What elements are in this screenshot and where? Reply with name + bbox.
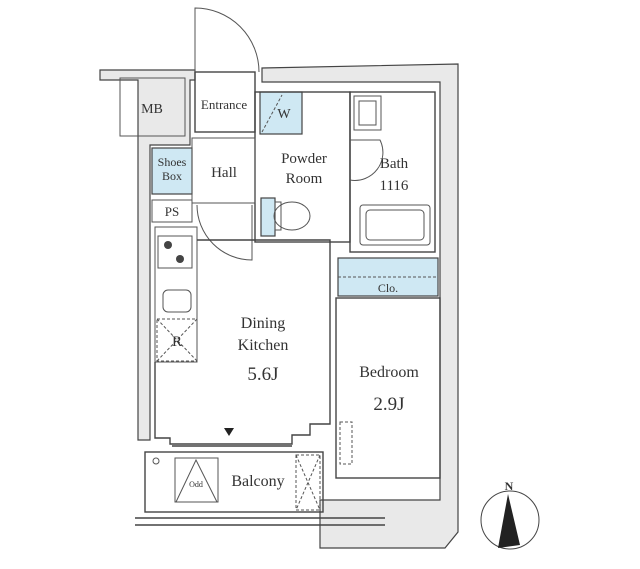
north-compass-icon: N — [480, 479, 540, 550]
ac-unit — [339, 421, 353, 465]
bedroom — [335, 297, 441, 479]
powder-room-label-1: Powder — [281, 151, 327, 167]
evacuation-hatch — [295, 454, 321, 511]
refrigerator-space — [156, 318, 198, 362]
bath-room — [349, 91, 436, 253]
bathtub-inner — [365, 209, 425, 241]
balcony — [144, 451, 324, 513]
hall-area — [191, 137, 256, 204]
shoes-box — [151, 147, 193, 195]
water-heater — [353, 95, 382, 131]
shoes-box-label-1: Shoes — [158, 155, 187, 169]
kitchen-label: Kitchen — [238, 337, 289, 354]
balcony-label: Balcony — [231, 473, 284, 490]
exterior-wall-right — [261, 63, 459, 549]
powder-room-label-2: Room — [286, 171, 323, 187]
bath-size-label: 1116 — [380, 178, 409, 194]
bath-door[interactable] — [349, 139, 384, 181]
sink-icon — [162, 289, 192, 313]
outdoor-unit-label: Odd — [189, 480, 203, 489]
dining-kitchen-size: 5.6J — [247, 364, 278, 385]
drain-icon — [152, 457, 160, 465]
toilet-tank — [260, 197, 276, 237]
compass-north-label: N — [505, 479, 514, 493]
ps-space — [151, 199, 193, 223]
hall-label: Hall — [211, 165, 237, 181]
burner-1 — [164, 241, 172, 249]
bath-label: Bath — [380, 156, 409, 172]
ps-label: PS — [165, 204, 179, 219]
outdoor-unit-triangle — [175, 458, 218, 503]
entrance-label: Entrance — [201, 97, 247, 112]
burner-2 — [176, 255, 184, 263]
mb-room — [119, 77, 186, 137]
kitchen-counter — [154, 226, 198, 363]
hall-door[interactable] — [196, 204, 253, 261]
outdoor-unit — [174, 457, 219, 503]
shoes-box-label-2: Box — [162, 169, 182, 183]
dining-label: Dining — [241, 315, 285, 332]
exterior-wall-top-left — [99, 69, 196, 441]
entrance-marker-icon — [224, 428, 234, 436]
mb-label: MB — [141, 102, 163, 117]
washer-label: W — [277, 107, 291, 122]
toilet-seat — [274, 201, 282, 231]
stove-icon — [157, 235, 193, 269]
dining-kitchen-room — [154, 239, 331, 445]
bedroom-size: 2.9J — [373, 394, 404, 415]
water-heater-inner — [358, 100, 377, 126]
bedroom-label: Bedroom — [359, 364, 419, 381]
entrance-door[interactable] — [194, 7, 260, 73]
closet-label: Clo. — [378, 281, 398, 295]
washer-pan-line — [261, 94, 283, 133]
refrigerator-label: R — [172, 334, 182, 350]
bathtub-icon — [359, 204, 431, 246]
toilet-icon — [273, 201, 311, 231]
hatch-cross-2 — [295, 454, 321, 511]
